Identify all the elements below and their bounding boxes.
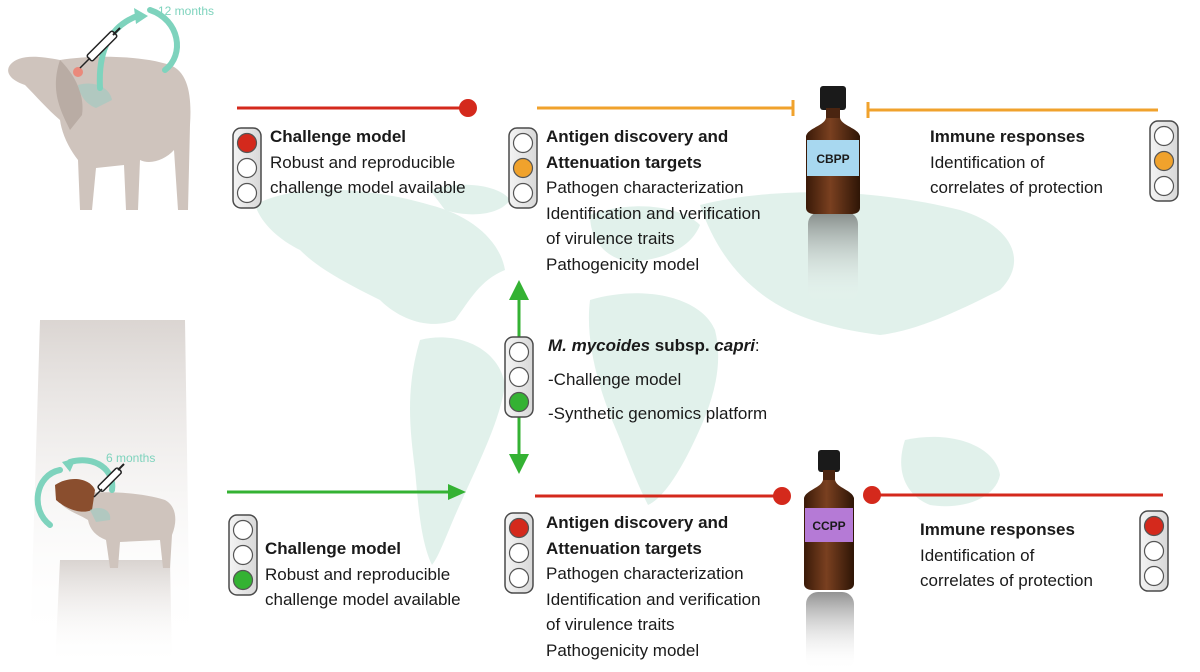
traffic-light-lamp-off — [232, 544, 254, 566]
ccpp-challenge-arrow — [227, 484, 466, 500]
traffic-light-lamp-off — [1153, 175, 1175, 197]
map-australia — [901, 436, 1000, 507]
traffic-light-lamp-lit — [512, 157, 534, 179]
mmc-item: -Challenge model — [548, 370, 682, 389]
cbpp-challenge-line — [237, 99, 477, 117]
ccpp-challenge-line: Robust and reproducible — [265, 564, 451, 584]
traffic-light-cbpp-challenge — [232, 127, 262, 209]
cbpp-antigen-line: Pathogen characterization — [546, 178, 744, 197]
cbpp-immune-text: Immune responses Identification of corre… — [930, 124, 1103, 201]
mmc-subspecies: capri — [714, 336, 755, 355]
traffic-light-lamp-off — [512, 182, 534, 204]
mmc-species: M. mycoides — [548, 336, 651, 355]
cbpp-antigen-text: Antigen discovery and Attenuation target… — [546, 124, 761, 277]
cbpp-antigen-heading: Attenuation targets — [546, 152, 702, 172]
goat-illustration — [34, 457, 176, 665]
syringe-icon — [79, 27, 121, 69]
traffic-light-lamp-lit — [232, 569, 254, 591]
cbpp-antigen-heading: Antigen discovery and — [546, 127, 729, 146]
traffic-light-lamp-off — [232, 519, 254, 541]
map-greenland — [430, 184, 510, 215]
mmc-text: M. mycoides subsp. capri: -Challenge mod… — [548, 329, 767, 431]
world-map — [255, 184, 1015, 565]
traffic-light-lamp-lit — [1143, 515, 1165, 537]
traffic-light-lamp-off — [508, 341, 530, 363]
ccpp-immune-heading: Immune responses — [920, 520, 1075, 539]
ccpp-challenge-line: challenge model available — [265, 590, 461, 609]
ccpp-antigen-heading: Antigen discovery and — [546, 513, 729, 532]
map-africa — [588, 293, 719, 505]
traffic-light-lamp-off — [1143, 565, 1165, 587]
cbpp-immune-heading: Immune responses — [930, 127, 1085, 146]
traffic-light-cbpp-antigen — [508, 127, 538, 209]
traffic-light-ccpp-challenge — [228, 514, 258, 596]
traffic-light-lamp-lit — [508, 391, 530, 413]
traffic-light-lamp-off — [508, 366, 530, 388]
cbpp-immune-line: Identification of — [930, 152, 1045, 172]
ccpp-antigen-line: Pathogen characterization — [546, 564, 744, 583]
ccpp-antigen-line: of virulence traits — [546, 615, 675, 634]
traffic-light-mmc — [504, 336, 534, 418]
ccpp-label: CCPP — [812, 519, 845, 533]
mmc-item: -Synthetic genomics platform — [548, 404, 768, 423]
ccpp-challenge-text: Challenge model Robust and reproducible … — [265, 536, 461, 613]
cbpp-immune-line — [866, 102, 1158, 118]
cbpp-antigen-line: Pathogenicity model — [546, 254, 700, 274]
ccpp-bottle: CCPP — [804, 450, 854, 670]
ccpp-antigen-line — [535, 487, 791, 505]
cbpp-challenge-heading: Challenge model — [270, 127, 407, 146]
mmc-colon: : — [754, 336, 760, 355]
mmc-organism: M. mycoides subsp. capri: — [548, 329, 767, 363]
cbpp-antigen-line: of virulence traits — [546, 229, 675, 248]
ccpp-antigen-line: Pathogenicity model — [546, 640, 700, 660]
traffic-light-lamp-off — [236, 182, 258, 204]
mmc-subsp: subsp. — [650, 336, 715, 355]
traffic-light-lamp-lit — [508, 517, 530, 539]
traffic-light-lamp-off — [1153, 125, 1175, 147]
ccpp-immune-text: Immune responses Identification of corre… — [920, 517, 1093, 594]
cbpp-label: CBPP — [816, 152, 849, 166]
traffic-light-lamp-off — [508, 542, 530, 564]
cbpp-immune-line: correlates of protection — [930, 178, 1103, 197]
map-north-america — [255, 189, 505, 324]
ccpp-antigen-heading: Attenuation targets — [546, 538, 702, 558]
ccpp-immune-line — [863, 486, 1163, 504]
map-europe — [590, 206, 700, 262]
cbpp-bottle: CBPP — [806, 86, 860, 302]
syringe-icon — [93, 463, 125, 498]
goat-interval-label: 6 months — [106, 451, 155, 465]
traffic-light-cbpp-immune — [1149, 120, 1179, 202]
traffic-light-lamp-off — [236, 157, 258, 179]
ccpp-immune-line: Identification of — [920, 545, 1035, 565]
traffic-light-lamp-lit — [1153, 150, 1175, 172]
cbpp-challenge-line: Robust and reproducible — [270, 152, 456, 172]
traffic-light-ccpp-antigen — [504, 512, 534, 594]
cbpp-challenge-line: challenge model available — [270, 178, 466, 197]
ccpp-antigen-line: Identification and verification — [546, 589, 761, 609]
traffic-light-lamp-off — [508, 567, 530, 589]
traffic-light-lamp-off — [512, 132, 534, 154]
traffic-light-lamp-off — [1143, 540, 1165, 562]
ccpp-antigen-text: Antigen discovery and Attenuation target… — [546, 510, 761, 663]
ccpp-challenge-heading: Challenge model — [265, 539, 402, 558]
cbpp-antigen-line — [537, 100, 795, 116]
traffic-light-lamp-lit — [236, 132, 258, 154]
ccpp-immune-line: correlates of protection — [920, 571, 1093, 590]
cbpp-challenge-text: Challenge model Robust and reproducible … — [270, 124, 466, 201]
cbpp-antigen-line: Identification and verification — [546, 203, 761, 223]
traffic-light-ccpp-immune — [1139, 510, 1169, 592]
cattle-interval-label: 12 months — [158, 4, 214, 18]
map-south-america — [410, 337, 505, 565]
